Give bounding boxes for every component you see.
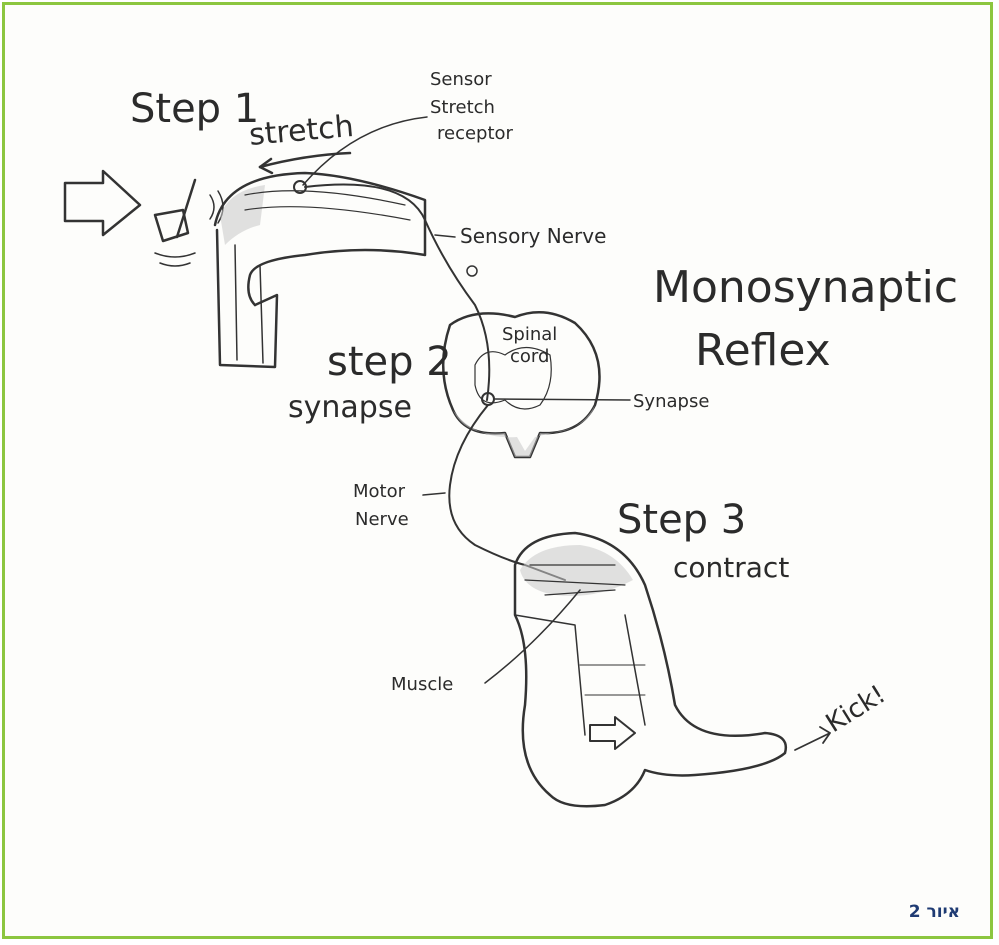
step3-heading: Step 3: [617, 497, 746, 543]
thigh-knee-drawing: [215, 173, 425, 367]
sensory-nerve-label: Sensory Nerve: [460, 224, 606, 248]
synapse-label: Synapse: [633, 391, 709, 412]
spinal-cord-label-1: Spinal: [502, 324, 557, 345]
kick-arrow-icon: [795, 727, 830, 750]
reflex-hammer-icon: [155, 180, 223, 266]
step2-heading: step 2: [327, 339, 452, 385]
figure-caption: איור 2: [909, 902, 960, 922]
reflex-diagram: Step 1 stretch Sensor Stretch receptor: [5, 5, 993, 939]
motor-nerve-label-1: Motor: [353, 481, 406, 502]
tap-arrow-icon: [65, 171, 140, 235]
muscle-label: Muscle: [391, 674, 453, 695]
step1-heading: Step 1: [130, 86, 259, 132]
title-line2: Reflex: [695, 325, 831, 376]
step1-action: stretch: [248, 109, 355, 153]
muscle-pointer: [485, 590, 580, 683]
stretch-receptor-label-1: Stretch: [430, 97, 495, 118]
motor-nerve-label-2: Nerve: [355, 509, 409, 530]
ganglion: [467, 266, 477, 276]
sensor-label: Sensor: [430, 69, 492, 90]
step2-action: synapse: [288, 390, 412, 425]
step3-action: contract: [673, 551, 789, 584]
motor-nerve-pointer: [423, 493, 445, 495]
spinal-cord-label-2: cord: [510, 346, 549, 367]
title-line1: Monosynaptic: [653, 262, 958, 313]
synapse-pointer: [495, 399, 630, 400]
sensory-nerve-pointer: [435, 235, 455, 237]
stretch-receptor-label-2: receptor: [437, 123, 514, 144]
kick-motion-arrow-icon: [590, 717, 635, 749]
kick-label: Kick!: [821, 680, 891, 739]
stretch-arrow: [260, 153, 350, 167]
